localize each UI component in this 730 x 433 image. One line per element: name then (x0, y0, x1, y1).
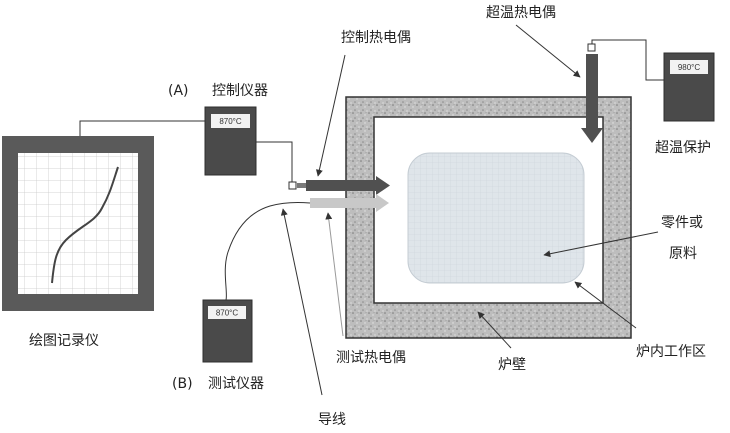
lead-wire-label: 导线 (318, 412, 346, 428)
working-zone-pointer (574, 281, 637, 329)
recorder-curve (51, 166, 119, 284)
part-label-line2: 原料 (669, 246, 697, 262)
control-instrument: 870°C (204, 106, 257, 176)
control-thermocouple-rod (306, 180, 376, 191)
control-thermocouple-tip (376, 176, 390, 195)
plot-recorder (2, 136, 154, 311)
recorder-label: 绘图记录仪 (29, 333, 99, 349)
control-instrument-label: 控制仪器 (212, 83, 268, 99)
control-thermocouple-label: 控制热电偶 (341, 30, 411, 46)
recorder-wire (79, 120, 205, 136)
test-instrument-label: 测试仪器 (208, 376, 264, 392)
overtemp-connector (587, 43, 596, 52)
test-thermocouple-rod (310, 198, 376, 208)
furnace-wall-label: 炉壁 (498, 357, 526, 373)
overtemp-readout: 980°C (678, 63, 701, 72)
control-instrument-tag: (A) (168, 83, 189, 99)
control-connector (288, 181, 297, 190)
overtemp-thermocouple-rod (586, 54, 598, 128)
control-readout: 870°C (219, 117, 242, 126)
overtemp-instrument: 980°C (663, 52, 715, 122)
test-thermocouple-pointer (325, 212, 344, 337)
overtemp-protection-label: 超温保护 (655, 140, 711, 156)
furnace (345, 96, 632, 339)
part-label-line1: 零件或 (661, 215, 703, 231)
overtemp-wire (591, 39, 664, 81)
part-material (407, 152, 585, 284)
control-thermocouple-pointer (315, 54, 346, 177)
overtemp-thermocouple-pointer (515, 24, 581, 78)
control-thermocouple (297, 176, 390, 195)
test-instrument: 870°C (202, 299, 253, 363)
test-readout: 870°C (216, 309, 239, 318)
lead-wire-line (224, 201, 311, 301)
test-instrument-screen (208, 306, 246, 319)
overtemp-thermocouple-label: 超温热电偶 (486, 5, 556, 21)
control-instrument-screen (211, 114, 250, 128)
lead-wire-pointer (280, 208, 323, 396)
control-wire (256, 141, 293, 184)
recorder-grid (18, 153, 138, 294)
overtemp-thermocouple-tip (581, 128, 603, 143)
test-instrument-tag: (B) (172, 376, 193, 392)
test-thermocouple-tip (376, 194, 389, 212)
overtemp-thermocouple (581, 43, 603, 143)
furnace-wall-pointer (477, 311, 512, 349)
test-thermocouple (310, 194, 389, 212)
overtemp-instrument-screen (670, 60, 708, 74)
part-pointer (543, 231, 659, 258)
control-thermocouple-neck (297, 183, 306, 188)
working-zone-label: 炉内工作区 (636, 344, 706, 360)
test-thermocouple-label: 测试热电偶 (336, 350, 406, 366)
